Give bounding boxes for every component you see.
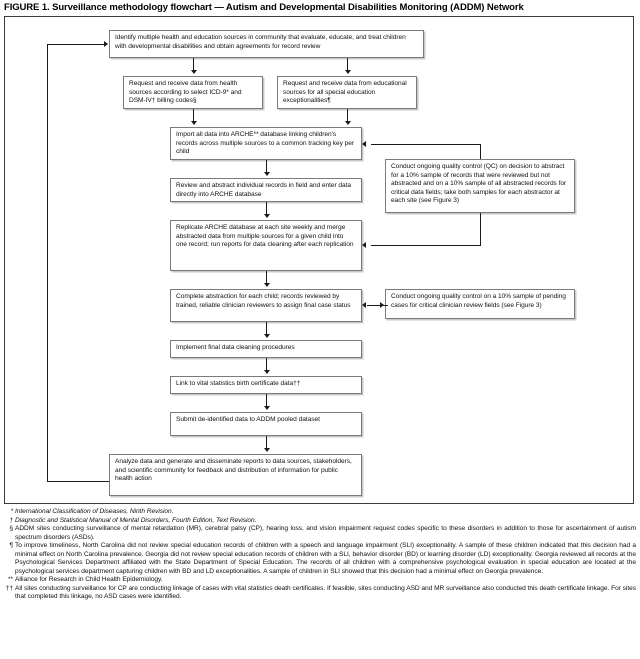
footnote-item: †† All sites conducting surveillance for…	[4, 585, 636, 602]
arrowhead-qc-to-replicate	[362, 242, 366, 248]
feedback-loop-top-segment	[47, 44, 104, 45]
connector-cleaning-to-link	[266, 358, 267, 371]
arrowhead-review-to-replicate	[263, 214, 270, 218]
connector-education-to-import	[347, 109, 348, 122]
flow-box-review-abstract: Review and abstract individual records i…	[170, 178, 362, 202]
flow-box-import-arche: Import all data into ARCHE** database li…	[170, 127, 362, 160]
arrowhead-import-to-review	[263, 172, 270, 176]
flow-box-final-cleaning: Implement final data cleaning procedures	[170, 340, 362, 358]
qc-abstraction-riser-down	[480, 213, 481, 246]
footnote-marker: *	[10, 508, 13, 515]
arrowhead-health-to-import	[190, 121, 197, 125]
footnote-item: ¶ To improve timeliness, North Carolina …	[4, 542, 637, 576]
qc-abstraction-to-replicate-line	[371, 245, 481, 246]
qc-abstraction-to-import-line	[371, 144, 481, 145]
connector-submit-to-analyze	[266, 436, 267, 449]
footnote-marker: ¶	[9, 542, 14, 550]
flow-box-qc-clinician-review: Conduct ongoing quality control on a 10%…	[385, 289, 575, 319]
footnote-item: † Diagnostic and Statistical Manual of M…	[4, 517, 636, 526]
flowchart-frame: Identify multiple health and education s…	[4, 16, 634, 504]
arrowhead-education-to-import	[344, 121, 351, 125]
arrowhead-identify-to-health	[190, 70, 197, 74]
flow-box-replicate-arche: Replicate ARCHE database at each site we…	[170, 220, 362, 271]
footnote-item: ** Alliance for Research in Child Health…	[4, 576, 636, 585]
flow-box-complete-abstraction: Complete abstraction for each child; rec…	[170, 289, 362, 322]
footnote-text: To improve timeliness, North Carolina di…	[15, 542, 636, 575]
arrowhead-qc-to-import	[362, 141, 366, 147]
arrowhead-cleaning-to-link	[263, 370, 270, 374]
footnote-text: Diagnostic and Statistical Manual of Men…	[15, 516, 257, 524]
footnotes-list: * International Classification of Diseas…	[4, 508, 636, 602]
arrowhead-submit-to-analyze	[263, 448, 270, 452]
flow-box-submit-pooled: Submit de-identified data to ADDM pooled…	[170, 412, 362, 436]
page-title: FIGURE 1. Surveillance methodology flowc…	[4, 2, 524, 13]
footnote-marker: §	[9, 525, 13, 533]
arrowhead-identify-to-education	[344, 70, 351, 74]
connector-identify-to-health	[193, 58, 194, 71]
footnote-marker: †	[9, 516, 13, 524]
arrowhead-qc-clinician-left	[362, 302, 366, 308]
feedback-loop-left-segment	[47, 44, 48, 482]
arrowhead-qc-clinician-right	[380, 302, 384, 308]
flow-box-link-vital-statistics: Link to vital statistics birth certifica…	[170, 376, 362, 394]
feedback-loop-bottom-segment	[47, 481, 109, 482]
connector-identify-to-education	[347, 58, 348, 71]
flow-box-identify-sources: Identify multiple health and education s…	[109, 30, 424, 58]
connector-replicate-to-abstraction	[266, 271, 267, 284]
arrowhead-replicate-to-abstraction	[263, 283, 270, 287]
footnote-text: ADDM sites conducting surveillance of me…	[15, 525, 636, 541]
flow-box-request-education-data: Request and receive data from educationa…	[277, 76, 417, 109]
footnote-text: All sites conducting surveillance for CP…	[15, 584, 636, 601]
connector-review-to-replicate	[266, 202, 267, 215]
connector-import-to-review	[266, 160, 267, 173]
qc-abstraction-riser-up	[480, 144, 481, 159]
arrowhead-abstraction-to-cleaning	[263, 334, 270, 338]
arrowhead-link-to-submit	[263, 406, 270, 410]
flow-box-analyze-disseminate: Analyze data and generate and disseminat…	[109, 454, 362, 496]
flow-box-request-health-data: Request and receive data from health sou…	[123, 76, 263, 109]
footnote-item: § ADDM sites conducting surveillance of …	[4, 525, 636, 542]
qc-clinician-link-line	[367, 305, 388, 306]
footnote-text: Alliance for Research in Child Health Ep…	[15, 576, 163, 584]
footnote-text: International Classification of Diseases…	[15, 508, 174, 515]
arrowhead-feedback-to-identify	[104, 41, 108, 47]
flow-box-qc-abstraction: Conduct ongoing quality control (QC) on …	[385, 159, 575, 213]
connector-health-to-import	[193, 109, 194, 122]
connector-abstraction-to-cleaning	[266, 322, 267, 335]
connector-link-to-submit	[266, 394, 267, 407]
footnote-marker: **	[7, 576, 13, 584]
footnote-marker: ††	[5, 584, 13, 592]
footnote-item: * International Classification of Diseas…	[4, 508, 636, 517]
